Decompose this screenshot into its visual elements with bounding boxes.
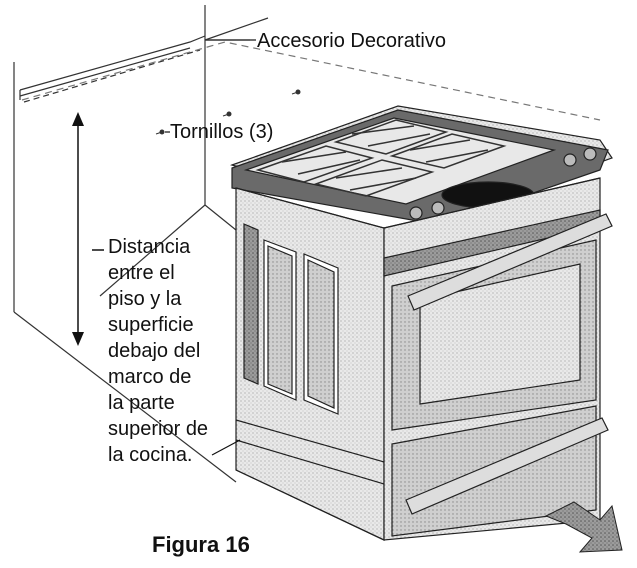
accesorio-decorativo-label: Accesorio Decorativo (257, 30, 446, 52)
screw-icon (155, 89, 301, 135)
distancia-label: Distancia entre el piso y la superficie … (108, 236, 209, 466)
direction-arrow-icon (544, 501, 623, 553)
figure-caption: Figura 16 (152, 532, 250, 557)
range-drawing (230, 105, 613, 541)
dimension-arrow (72, 112, 104, 346)
leader-lines (165, 39, 256, 456)
cabinet-lines (13, 5, 601, 483)
tornillos-label: Tornillos (3) (170, 121, 274, 143)
